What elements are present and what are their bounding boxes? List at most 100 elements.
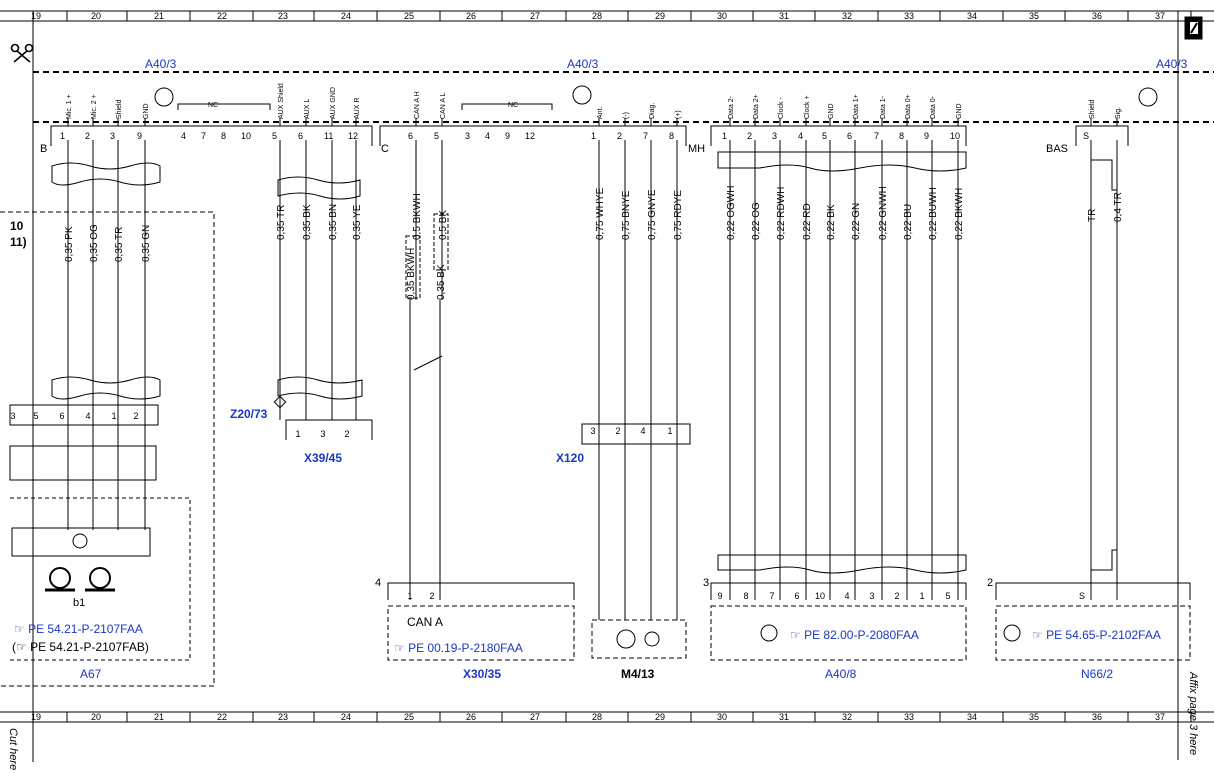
grid-column-label-top: 32 — [842, 11, 852, 21]
connector-mh-pin-number: 8 — [899, 131, 904, 141]
connector-c-nc-pin: 4 — [485, 131, 490, 141]
x120-label: X120 — [556, 451, 584, 465]
nc-label-right: NC — [508, 102, 518, 109]
connector-mh-pin-name: GND — [828, 103, 835, 119]
a40-8-bottom-pin: 6 — [794, 591, 799, 601]
connector-mh-pin-number: 3 — [772, 131, 777, 141]
connector-mh-pin-name: Clock - — [778, 97, 785, 119]
a67-bottom-pin: 6 — [59, 411, 64, 421]
connector-mh-label: MH — [688, 143, 705, 155]
pencil-icon — [1184, 16, 1203, 40]
connector-b-pin-name: AUX GND — [330, 87, 337, 119]
grid-column-label-bottom: 22 — [217, 712, 227, 722]
can-lower-wire-label: 0,35 BK — [436, 264, 447, 300]
continuation-11: 11) — [10, 235, 27, 249]
bas-group-wire-label: 0,4 TR — [1113, 192, 1124, 222]
grid-column-label-top: 35 — [1029, 11, 1039, 21]
connector-bas-label: BAS — [1046, 143, 1068, 155]
a40-8-bottom-pin: 5 — [945, 591, 950, 601]
b-group-wire-label: 0,35 PK — [64, 226, 75, 262]
connector-mh-pin-number: 9 — [924, 131, 929, 141]
x120-group-wire-label: 0,75 BNYE — [621, 190, 632, 240]
continuation-10: 10 — [10, 219, 24, 233]
b-group-wire-label: 0,35 GN — [141, 225, 152, 262]
page-ref-3: 3 — [703, 577, 709, 589]
connector-b-pin-name: AUX L — [304, 99, 311, 119]
b1-label: b1 — [73, 597, 85, 609]
connector-mh-pin-number: 4 — [798, 131, 803, 141]
grid-column-label-top: 26 — [466, 11, 476, 21]
m4-13-label: M4/13 — [621, 667, 655, 681]
aux-group-wire-label: 0,35 TR — [276, 205, 287, 240]
n66-2-reference: ☞ PE 54.65-P-2102FAA — [1032, 628, 1161, 642]
x30-35-bottom-pin: 1 — [407, 591, 412, 601]
mh-group-wire-label: 0,22 BU — [903, 204, 914, 240]
connector-b-pin-number: 12 — [348, 131, 358, 141]
x39-45-label: X39/45 — [304, 451, 342, 465]
grid-column-label-bottom: 24 — [341, 712, 351, 722]
x120-group-wire-label: 0,75 GNYE — [647, 189, 658, 240]
x30-35-label: X30/35 — [463, 667, 501, 681]
connector-mh-pin-name: Data 2+ — [753, 94, 760, 119]
grid-column-label-bottom: 28 — [592, 712, 602, 722]
connector-c-pin-name: CAN A H — [414, 91, 421, 119]
connector-b-nc-pin: 8 — [221, 131, 226, 141]
grid-column-label-bottom: 26 — [466, 712, 476, 722]
a67-bottom-pin: 4 — [85, 411, 90, 421]
mh-group-wire-label: 0,22 OGWH — [726, 186, 737, 240]
a40-3-label-mid: A40/3 — [567, 57, 599, 71]
connector-b-pin-name: AUX R — [354, 98, 361, 119]
grid-column-label-bottom: 27 — [530, 712, 540, 722]
connector-c-label: C — [381, 143, 389, 155]
grid-column-label-bottom: 25 — [404, 712, 414, 722]
a40-8-bottom-pin: 8 — [743, 591, 748, 601]
connector-mh-pin-name: Data 1+ — [853, 94, 860, 119]
connector-c-pin-name: Ant. — [597, 106, 604, 119]
grid-column-label-top: 31 — [779, 11, 789, 21]
x30-35-reference: ☞ PE 00.19-P-2180FAA — [394, 641, 523, 655]
connector-b-pin-name: AUX Shield — [278, 83, 285, 119]
scissors-icon — [10, 43, 34, 63]
connector-b-pin-number: 6 — [298, 131, 303, 141]
connector-b-pin-number: 9 — [137, 131, 142, 141]
grid-column-label-top: 37 — [1155, 11, 1165, 21]
connector-mh-pin-name: Data 0+ — [905, 94, 912, 119]
grid-column-label-bottom: 23 — [278, 712, 288, 722]
grid-column-label-bottom: 20 — [91, 712, 101, 722]
connector-mh-pin-number: 5 — [822, 131, 827, 141]
grid-column-label-top: 28 — [592, 11, 602, 21]
connector-c-pin-number: 5 — [434, 131, 439, 141]
a67-reference-1: ☞ PE 54.21-P-2107FAA — [14, 622, 143, 636]
bas-group-wire-label: TR — [1087, 209, 1098, 222]
mh-group-wire-label: 0,22 BKWH — [954, 188, 965, 240]
grid-column-label-top: 33 — [904, 11, 914, 21]
connector-c-pin-name: Diag. — [649, 103, 656, 119]
x120-bottom-pin: 3 — [590, 426, 595, 436]
grid-column-label-bottom: 29 — [655, 712, 665, 722]
mh-group-wire-label: 0,22 BK — [826, 204, 837, 240]
grid-column-label-bottom: 21 — [154, 712, 164, 722]
can-upper-wire-label: 0,5 BKWH — [412, 193, 423, 240]
grid-column-label-top: 24 — [341, 11, 351, 21]
can-a-label: CAN A — [407, 615, 443, 629]
grid-column-label-bottom: 36 — [1092, 712, 1102, 722]
x39-45-bottom-pin: 3 — [320, 429, 325, 439]
grid-column-label-top: 21 — [154, 11, 164, 21]
connector-mh-pin-number: 1 — [722, 131, 727, 141]
connector-mh-pin-name: Clock + — [804, 95, 811, 119]
mh-group-wire-label: 0,22 GNWH — [878, 186, 889, 240]
mh-group-wire-label: 0,22 RD — [802, 203, 813, 240]
a40-8-bottom-pin: 3 — [869, 591, 874, 601]
aux-group-wire-label: 0,35 BN — [328, 204, 339, 240]
n66-2-bottom-pin: S — [1079, 591, 1085, 601]
connector-b-nc-pin: 4 — [181, 131, 186, 141]
grid-column-label-top: 20 — [91, 11, 101, 21]
x120-group-wire-label: 0,75 WHYE — [595, 187, 606, 240]
connector-b-pin-number: 1 — [60, 131, 65, 141]
a40-8-bottom-pin: 1 — [919, 591, 924, 601]
connector-mh-pin-number: 2 — [747, 131, 752, 141]
x120-group-wire-label: 0,75 RDYE — [673, 190, 684, 240]
grid-column-label-top: 34 — [967, 11, 977, 21]
x30-35-bottom-pin: 2 — [429, 591, 434, 601]
grid-column-label-bottom: 33 — [904, 712, 914, 722]
